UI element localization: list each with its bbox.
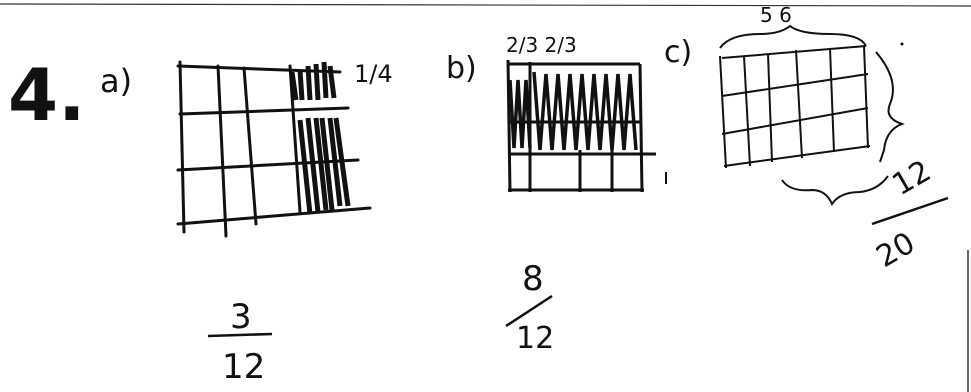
part-a-fraction-bar — [207, 332, 273, 338]
part-c-label: c) — [664, 35, 692, 70]
part-a-shading — [289, 61, 351, 215]
part-c-brace-right — [875, 51, 905, 163]
part-c-brace-bottom — [781, 175, 889, 207]
part-c-fraction-bar — [871, 196, 949, 226]
part-a-answer-denominator: 12 — [222, 347, 265, 387]
part-c-grid-annotation: 5 6 — [760, 3, 792, 27]
part-b-grid-annotation: 2/3 2/3 — [506, 33, 577, 57]
part-b-answer-denominator: 12 — [516, 321, 554, 356]
part-b-fraction-bar — [505, 294, 553, 328]
part-b-answer-numerator: 8 — [522, 259, 544, 299]
part-b-shading — [508, 71, 638, 151]
problem-number: 4. — [8, 53, 85, 137]
top-edge-line — [0, 3, 971, 7]
part-a-label: a) — [100, 62, 132, 100]
stray-dot — [900, 42, 904, 46]
part-a-grid-annotation: 1/4 — [354, 60, 393, 88]
part-b-label: b) — [446, 51, 477, 86]
part-c-brace-top — [719, 24, 867, 49]
part-c-grid — [719, 45, 871, 169]
part-c-answer-numerator: 12 — [887, 154, 938, 203]
part-c-answer-denominator: 20 — [871, 226, 922, 275]
part-a-grid — [176, 60, 372, 238]
part-a-answer-numerator: 3 — [230, 297, 252, 337]
